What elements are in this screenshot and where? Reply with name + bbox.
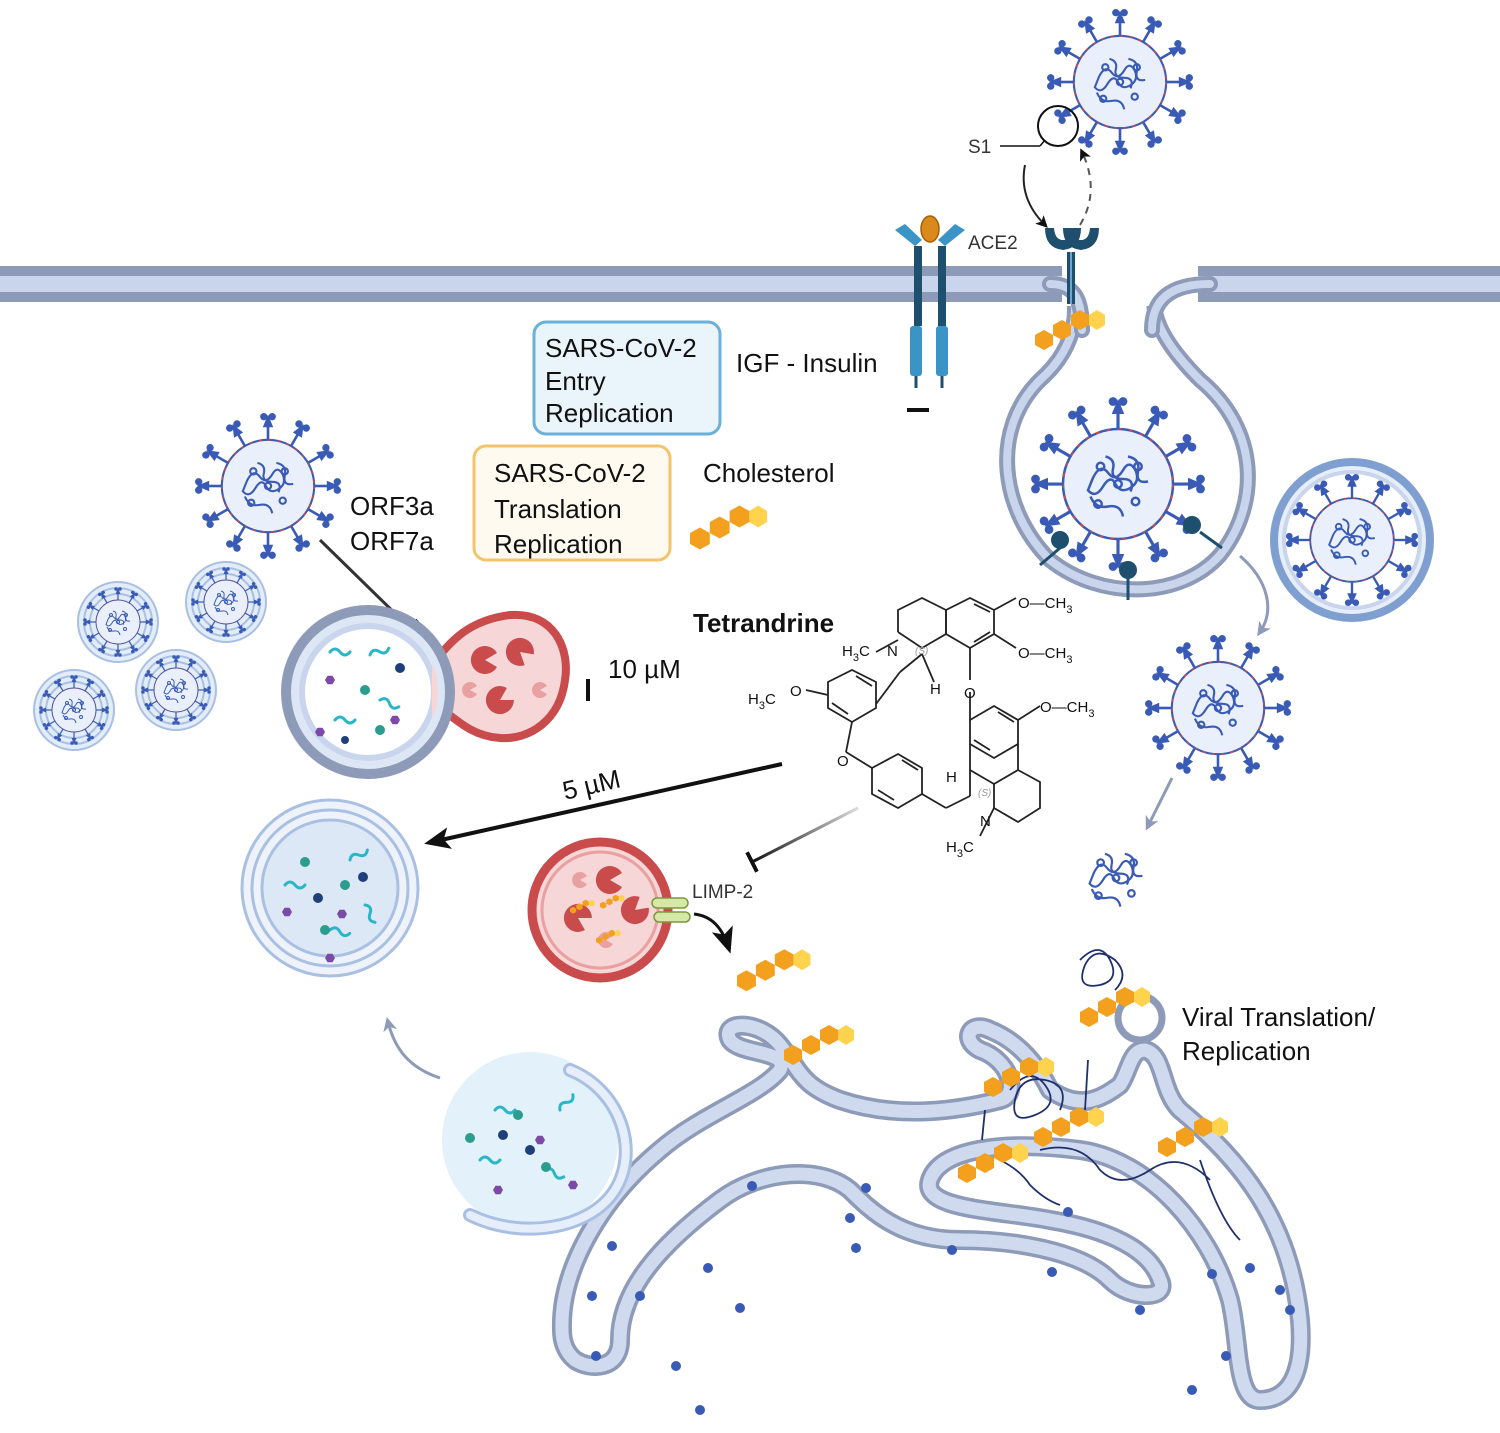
igf-insulin-label: IGF - Insulin xyxy=(736,348,878,378)
chem-och3-2: O—CH3 xyxy=(1018,645,1072,666)
translation-box-frame xyxy=(472,444,672,562)
viral-translation-label-line2: Replication xyxy=(1182,1036,1311,1066)
dmv-4 xyxy=(136,650,216,730)
chem-n-2: N xyxy=(980,813,991,830)
cholesterol-exported xyxy=(737,949,811,992)
dose-5-arrow xyxy=(424,762,783,849)
endoplasmic-reticulum xyxy=(551,1015,1311,1415)
chem-h-2: H xyxy=(946,769,957,786)
ace2-receptor xyxy=(1045,228,1099,304)
autophagosome-maturation-arrow xyxy=(383,1017,441,1080)
entry-replication-box: SARS-CoV-2 Entry Replication xyxy=(532,320,722,436)
chem-och3-1: O—CH3 xyxy=(1018,595,1072,616)
endosome-virus xyxy=(1270,458,1434,622)
virus-left xyxy=(195,413,341,559)
entry-box-frame xyxy=(532,320,722,436)
phagophore xyxy=(442,1052,633,1236)
orf3a-label: ORF3a xyxy=(350,491,434,521)
viral-rna-tangles xyxy=(981,949,1241,1241)
binding-arrow xyxy=(1022,164,1048,228)
ace2-label: ACE2 xyxy=(968,233,1018,254)
cholesterol-label: Cholesterol xyxy=(703,458,835,488)
endocytosis-arrow xyxy=(1239,554,1271,637)
orf7a-label: ORF7a xyxy=(350,526,434,556)
release-arrow xyxy=(1079,148,1092,226)
chem-h3c-2: H3C xyxy=(748,691,776,712)
entry-line1: SARS-CoV-2 xyxy=(545,333,697,363)
translation-line1: SARS-CoV-2 xyxy=(494,458,646,488)
autophagosome-lysosome-fusion xyxy=(281,605,570,779)
translation-replication-box: SARS-CoV-2 Translation Replication xyxy=(472,444,672,562)
igf-insulin-receptor xyxy=(895,215,965,388)
translation-line2: Translation xyxy=(494,494,622,524)
virus-extracellular xyxy=(1047,9,1193,155)
chem-o-3: O xyxy=(964,685,976,702)
autophagosome xyxy=(240,798,420,978)
chem-stereo-1: (S) xyxy=(915,646,928,657)
s1-label: S1 xyxy=(968,137,991,158)
s1-leader-line-2 xyxy=(1039,139,1046,147)
cholesterol-legend-molecule xyxy=(690,505,767,550)
viral-rna-released xyxy=(1088,852,1144,908)
lysosome-limp2 xyxy=(527,837,691,983)
dmv-1 xyxy=(78,582,158,662)
dmv-2 xyxy=(186,562,266,642)
dmv-3 xyxy=(34,670,114,750)
ace2-in-pit xyxy=(1039,516,1223,600)
dose-10-label: 10 µM xyxy=(608,654,681,684)
chem-h-1: H xyxy=(930,681,941,698)
tetrandrine-structure: O—CH3 O—CH3 O—CH3 H3C N H3C O O O H H N … xyxy=(748,595,1094,860)
viral-translation-label-line1: Viral Translation/ xyxy=(1182,1002,1376,1032)
translation-line3: Replication xyxy=(494,529,623,559)
chem-h3c-3: H3C xyxy=(946,839,974,860)
chem-stereo-2: (S) xyxy=(978,788,991,799)
entry-line3: Replication xyxy=(545,398,674,428)
limp2-inhibition-line xyxy=(745,806,859,873)
tetrandrine-label: Tetrandrine xyxy=(693,608,834,638)
chem-och3-3: O—CH3 xyxy=(1040,699,1094,720)
chem-o-1: O xyxy=(790,683,802,700)
chem-n-1: N xyxy=(887,643,898,660)
virus-released xyxy=(1145,635,1291,781)
cholesterol-er-1 xyxy=(784,1025,854,1065)
s1-highlight-circle xyxy=(1037,105,1079,147)
chem-o-2: O xyxy=(837,753,849,770)
uncoating-arrow xyxy=(1145,777,1174,831)
cholesterol-export-arrow xyxy=(693,912,733,954)
entry-line2: Entry xyxy=(545,366,606,396)
limp2-label: LIMP-2 xyxy=(692,882,753,903)
chem-h3c-1: H3C xyxy=(842,643,870,664)
